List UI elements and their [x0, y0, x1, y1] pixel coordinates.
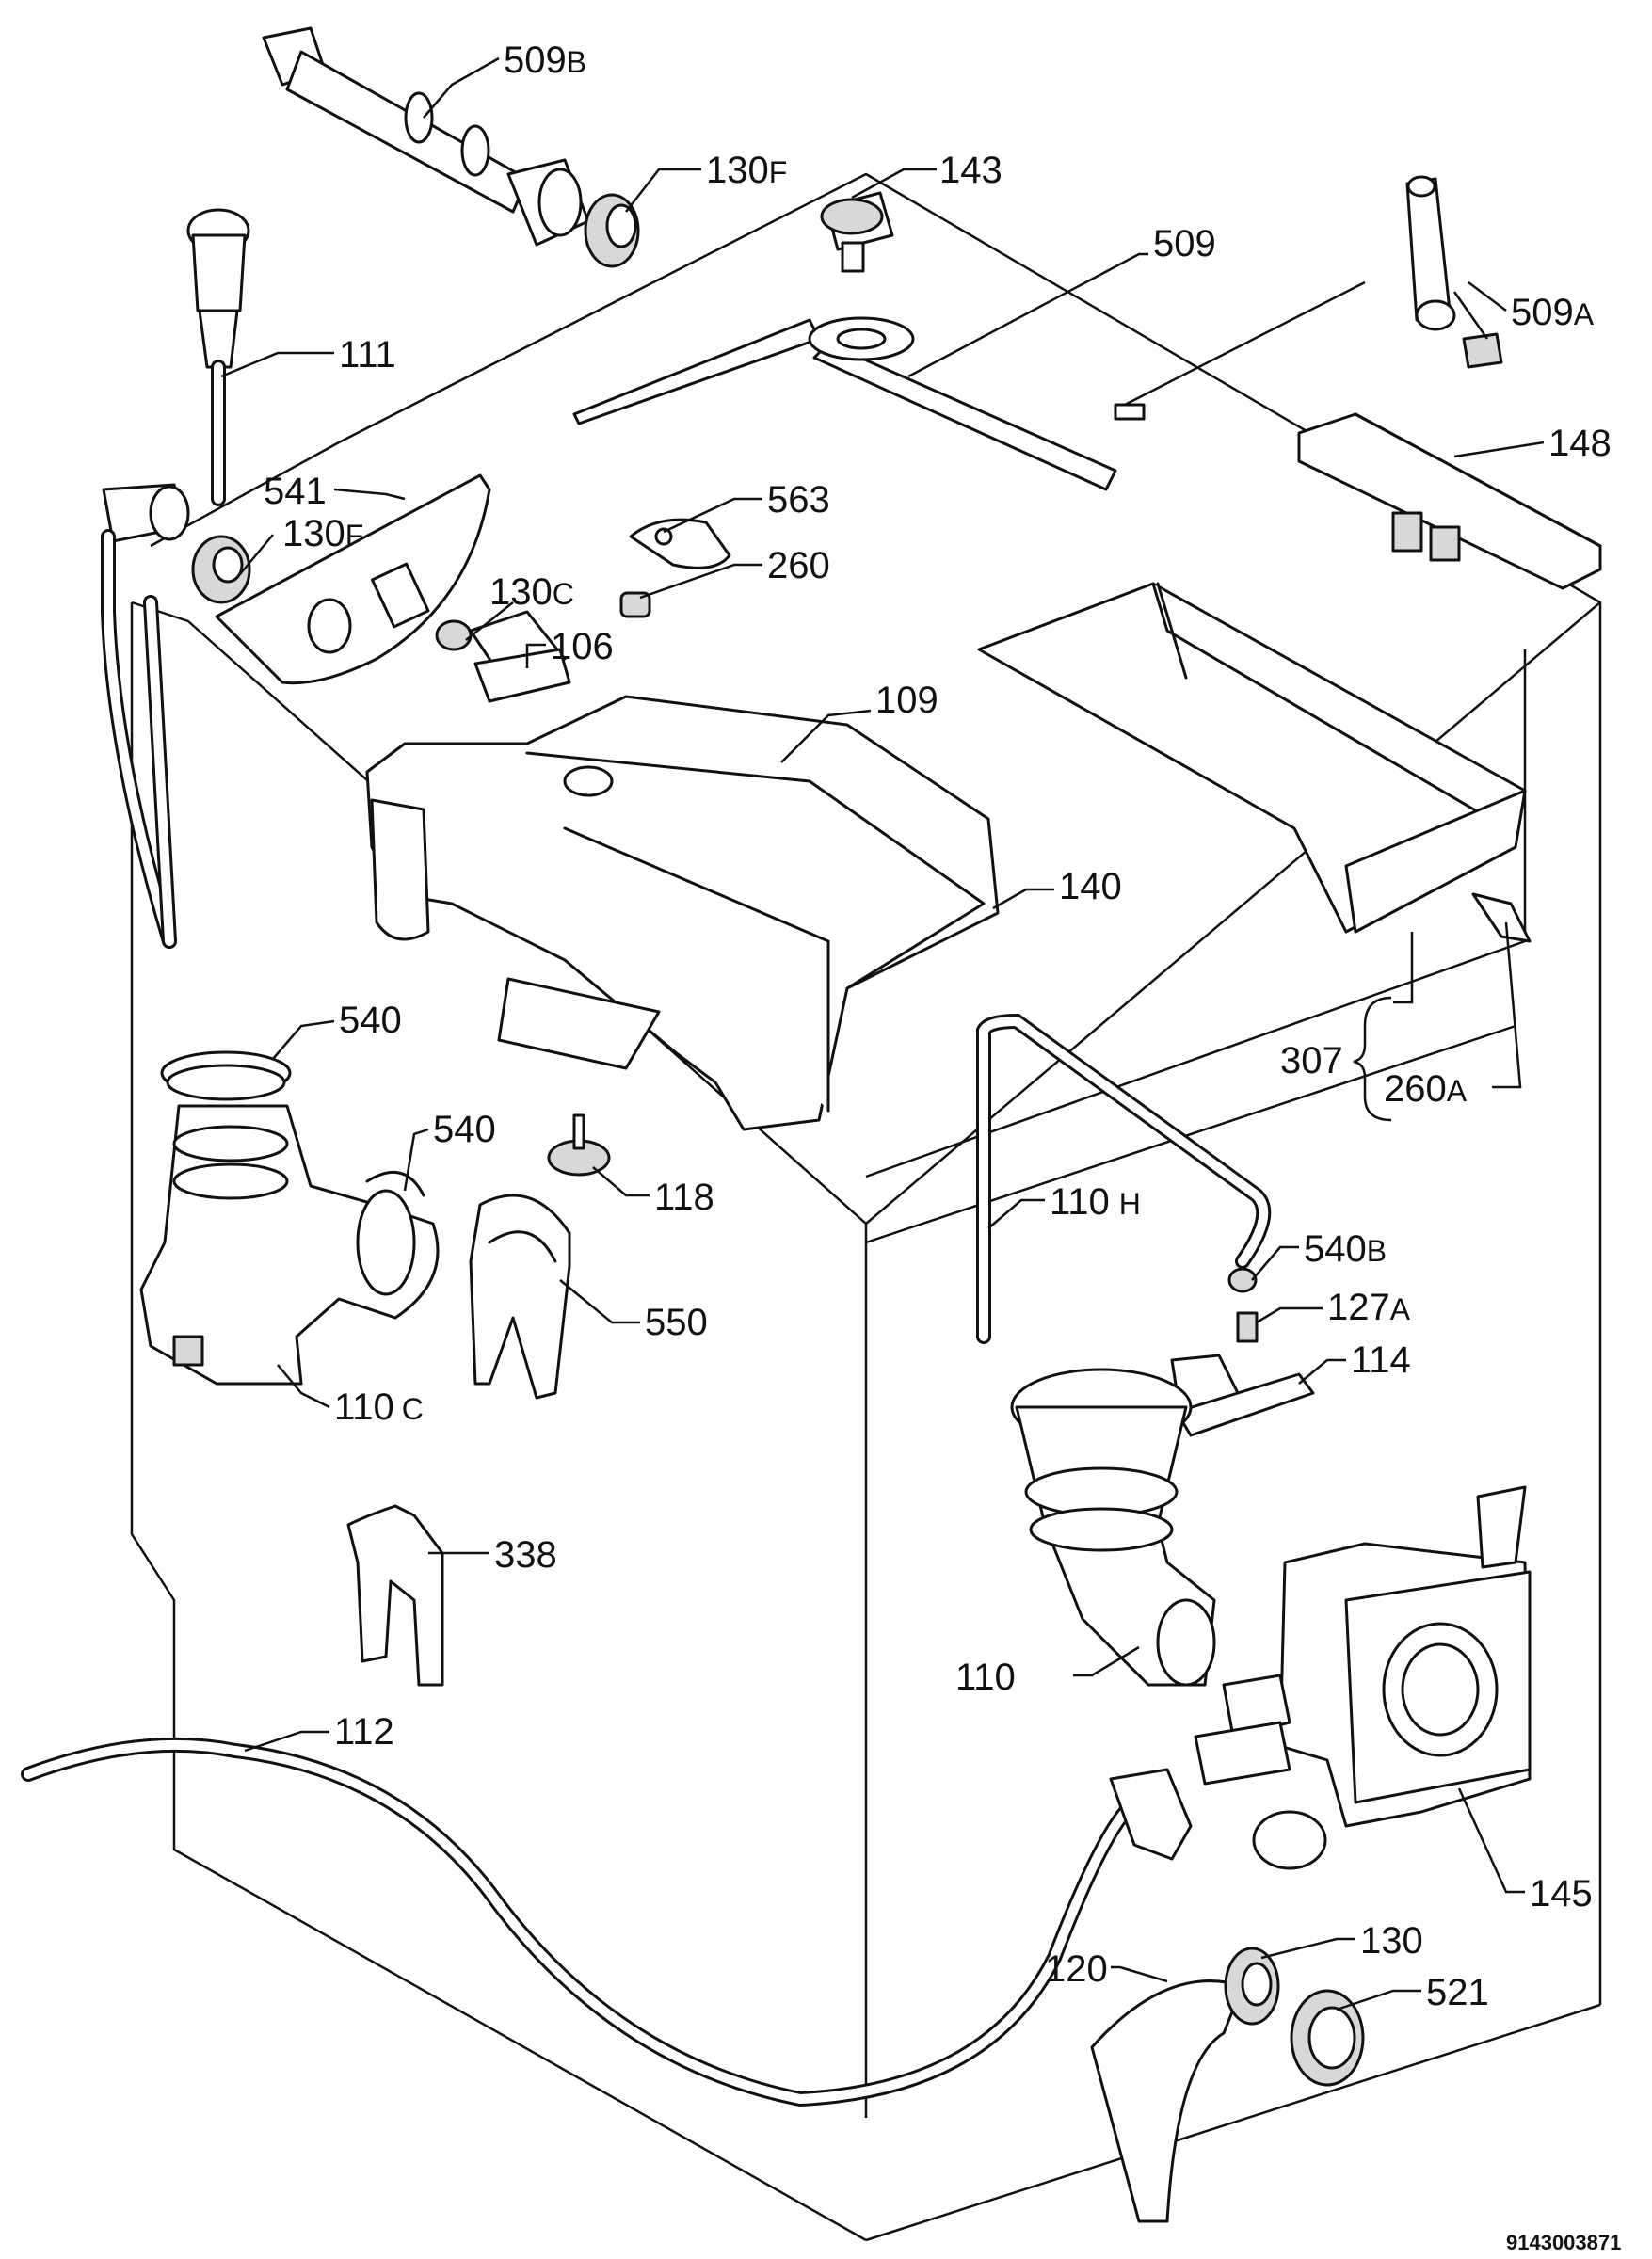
part-145-drain-pump [1194, 1485, 1532, 1870]
label-540-a: 540 [339, 1000, 402, 1041]
label-143: 143 [939, 150, 1002, 191]
part-509-lever [572, 280, 1366, 491]
brace-307 [1353, 996, 1392, 1122]
label-111: 111 [339, 334, 396, 376]
part-260a-clip [1471, 892, 1532, 943]
label-140: 140 [1059, 866, 1122, 907]
part-118-valve-cap [547, 1113, 611, 1177]
part-540-clamp-b [365, 1170, 425, 1197]
part-112-drain-hose [21, 1737, 1193, 2107]
label-109: 109 [875, 680, 938, 721]
document-id: 9143003871 [1506, 2231, 1621, 2254]
label-540-b: 540 [433, 1109, 496, 1150]
part-114-pressure-switch [1170, 1354, 1315, 1437]
part-509b-inlet-pipe [262, 26, 590, 247]
part-260-spring [619, 591, 651, 618]
part-120-filter-strainer [1090, 1979, 1244, 2223]
label-130f-top: 130F [706, 150, 787, 191]
label-307: 307 [1280, 1040, 1343, 1081]
label-540b: 540B [1304, 1228, 1387, 1270]
label-120: 120 [1045, 1948, 1108, 1990]
part-540-clamp-a [160, 1050, 292, 1101]
part-509a-latch [1405, 175, 1503, 369]
part-540b-clamp [1227, 1267, 1258, 1293]
part-307-detergent-drawer [977, 582, 1527, 934]
label-130f-mid: 130F [282, 513, 363, 554]
part-338-hose-guide [346, 1504, 444, 1687]
label-127a: 127A [1327, 1287, 1411, 1328]
label-509: 509 [1153, 223, 1216, 264]
part-143-knob [820, 191, 894, 273]
label-145: 145 [1530, 1873, 1593, 1915]
label-118: 118 [654, 1177, 714, 1218]
label-563: 563 [767, 479, 830, 521]
label-148: 148 [1548, 423, 1612, 464]
label-260: 260 [767, 545, 830, 586]
label-110: 110 [955, 1657, 1016, 1698]
leader-lines [220, 56, 1545, 2011]
part-127a-nipple [1236, 1311, 1259, 1343]
part-labels: 509B 130F 143 509 509A 111 148 541 563 1… [264, 40, 1612, 2013]
part-521-filter-cap [1290, 1989, 1365, 2087]
part-110c-bellow [139, 1104, 440, 1386]
label-130: 130 [1360, 1920, 1423, 1962]
label-130c: 130C [489, 571, 574, 613]
part-110h-tube [976, 1013, 1272, 1344]
label-541: 541 [264, 471, 327, 512]
label-260a: 260A [1384, 1068, 1468, 1110]
part-106-valve [435, 610, 571, 703]
part-148-drawer-handle [1297, 412, 1602, 590]
part-111-inlet-hose [101, 208, 250, 949]
label-509a: 509A [1511, 292, 1595, 333]
part-130f-gasket-mid [191, 535, 251, 604]
label-106: 106 [551, 626, 614, 667]
label-550: 550 [645, 1302, 708, 1343]
part-110-elbow [1010, 1368, 1216, 1687]
part-130-gasket [1224, 1947, 1280, 2026]
part-550-bracket [469, 1194, 571, 1400]
part-563-cam [629, 518, 731, 569]
label-112: 112 [334, 1711, 394, 1753]
label-114: 114 [1351, 1339, 1411, 1381]
part-109-dispenser-housing [365, 695, 1000, 1131]
part-130f-gasket-top [584, 193, 640, 268]
label-509b: 509B [504, 40, 586, 81]
label-521: 521 [1426, 1972, 1489, 2013]
label-338: 338 [494, 1534, 557, 1576]
part-541-bracket [215, 473, 491, 685]
